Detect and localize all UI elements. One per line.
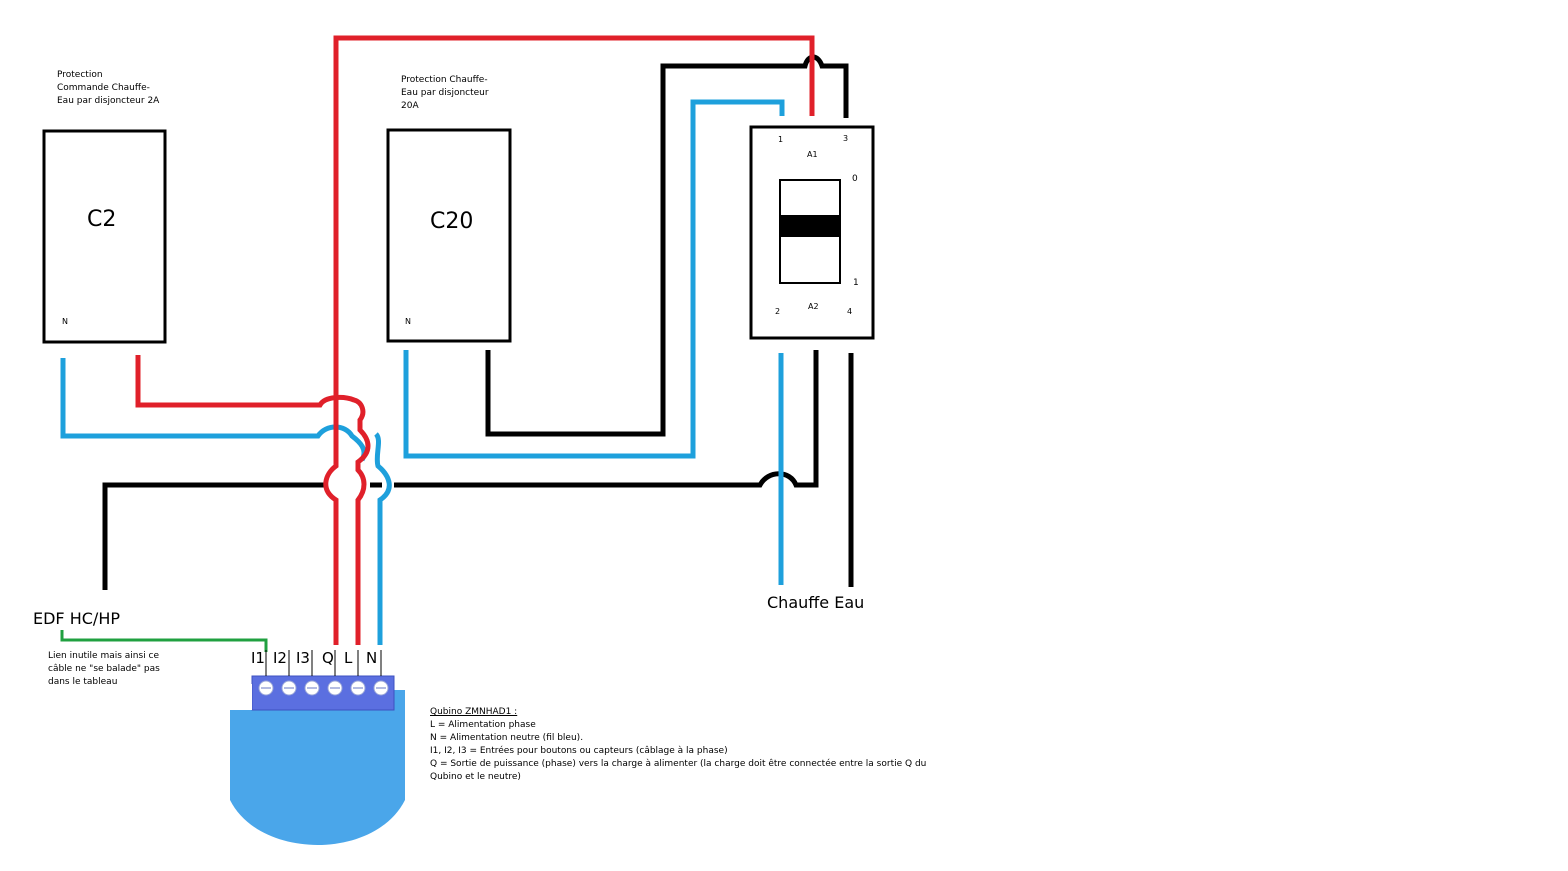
terminal-q-label: Q (322, 649, 334, 667)
legend-line: N = Alimentation neutre (fil bleu). (430, 733, 584, 743)
contactor-a2-label: A2 (808, 302, 819, 311)
terminal-i2-label: I2 (273, 649, 287, 667)
breaker-c20-label: C20 (430, 209, 474, 234)
terminal-i3-label: I3 (296, 649, 310, 667)
edf-label: EDF HC/HP (33, 609, 120, 628)
breaker-c2-description: Protection Commande Chauffe- Eau par dis… (57, 69, 159, 108)
breaker-c2-desc-line: Eau par disjoncteur 2A (57, 96, 160, 106)
module-body (230, 690, 405, 845)
terminal-i1-label: I1 (251, 649, 265, 667)
wire-red-q (323, 35, 815, 645)
breaker-c20-n-label: N (405, 317, 411, 326)
breaker-c20-desc-line: Protection Chauffe- (401, 75, 488, 85)
contactor-pin3-label: 3 (843, 134, 849, 143)
module-terminal-block (251, 675, 395, 711)
contactor-pos1-label: 1 (853, 278, 859, 288)
contactor-pin4-label: 4 (847, 307, 853, 316)
contactor-switch-lever (780, 215, 840, 237)
wire-black-edf-right (394, 350, 819, 488)
link-note: Lien inutile mais ainsi ce câble ne "se … (48, 650, 160, 689)
terminal-n-label: N (366, 649, 378, 667)
wire-red-l (135, 355, 371, 645)
breaker-c20-description: Protection Chauffe- Eau par disjoncteur … (401, 74, 489, 113)
link-note-line: dans le tableau (48, 677, 118, 687)
breaker-c20-desc-line: Eau par disjoncteur (401, 88, 489, 98)
wire-black-edf (102, 482, 328, 590)
legend-title: Qubino ZMNHAD1 : (430, 707, 518, 717)
wire-blue-c2-neutral (60, 358, 367, 462)
link-note-line: câble ne "se balade" pas (48, 664, 160, 674)
chauffe-eau-label: Chauffe Eau (767, 593, 865, 612)
legend-line: I1, I2, I3 = Entrées pour boutons ou cap… (430, 746, 728, 756)
contactor-a1-label: A1 (807, 150, 818, 159)
wire-blue-module-n (373, 432, 392, 645)
contactor-pin1-label: 1 (778, 135, 784, 144)
breaker-c2-n-label: N (62, 317, 68, 326)
link-note-line: Lien inutile mais ainsi ce (48, 651, 160, 661)
wire-green-link (60, 630, 268, 652)
contactor-pos0-label: 0 (852, 174, 858, 184)
wire-blue-c20-neutral (403, 99, 785, 459)
legend-line: Qubino et le neutre) (430, 772, 521, 782)
breaker-c2-label: C2 (87, 207, 117, 232)
contactor-pin2-label: 2 (775, 307, 781, 316)
breaker-c2-desc-line: Protection (57, 70, 103, 80)
legend-line: L = Alimentation phase (430, 720, 536, 730)
terminal-l-label: L (344, 649, 353, 667)
breaker-c20-desc-line: 20A (401, 101, 419, 111)
module-white-notch (230, 684, 252, 710)
module-legend: Qubino ZMNHAD1 : L = Alimentation phase … (430, 706, 926, 784)
breaker-c20-box (386, 128, 512, 343)
legend-line: Q = Sortie de puissance (phase) vers la … (430, 759, 927, 769)
breaker-c2-box (42, 129, 167, 344)
breaker-c2-desc-line: Commande Chauffe- (57, 83, 150, 93)
